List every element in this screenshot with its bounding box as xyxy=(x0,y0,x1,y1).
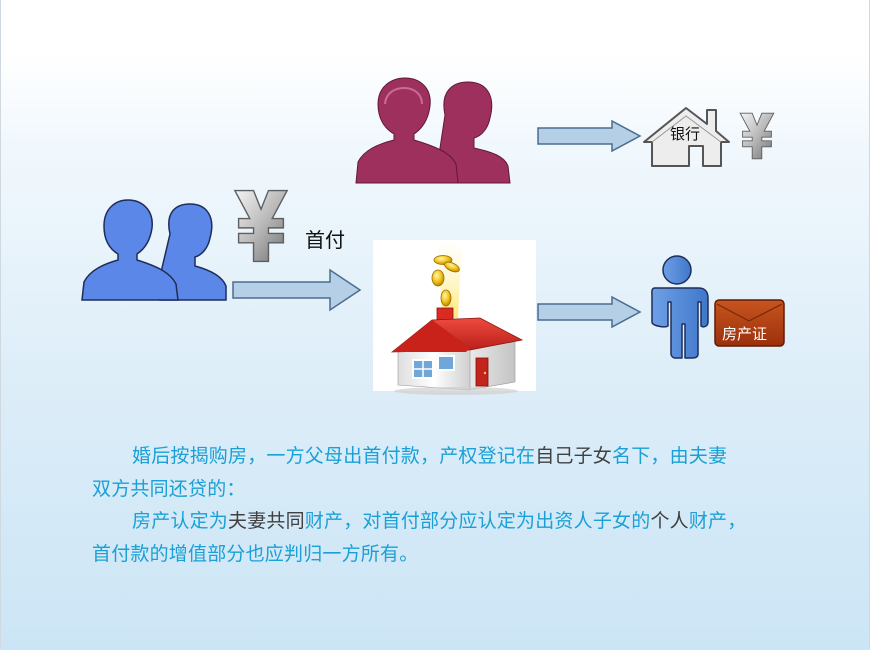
paragraph-1-line-2: 双方共同还贷的： xyxy=(92,477,246,500)
person-right-icon xyxy=(651,255,709,359)
bank-house-icon: 银行 xyxy=(643,107,730,167)
paragraph-1-line-1: 婚后按揭购房，一方父母出首付款，产权登记在自己子女名下，由夫妻 xyxy=(132,445,728,467)
coin-icon xyxy=(431,255,460,307)
explanation-text: 婚后按揭购房，一方父母出首付款，产权登记在自己子女名下，由夫妻 双方共同还贷的：… xyxy=(92,440,832,570)
arrow-to-house xyxy=(232,268,362,312)
paragraph-2-line-1: 房产认定为夫妻共同财产，对首付部分应认定为出资人子女的个人财产， xyxy=(132,510,747,532)
arrow-to-bank xyxy=(537,119,642,153)
couple-top-icon xyxy=(355,77,511,184)
diagram: 首付 银行 xyxy=(81,77,785,395)
paragraph-2-line-2: 首付款的增值部分也应判归一方所有。 xyxy=(92,542,419,565)
yen-icon xyxy=(234,189,288,263)
property-cert-label: 房产证 xyxy=(722,325,767,343)
house-coins-icon xyxy=(373,240,536,395)
couple-left-icon xyxy=(81,199,227,301)
arrow-to-person xyxy=(537,295,642,329)
down-payment-label: 首付 xyxy=(305,228,345,252)
property-certificate-icon: 房产证 xyxy=(714,299,785,347)
bank-label: 银行 xyxy=(670,125,700,143)
yen-small-icon xyxy=(739,112,775,160)
